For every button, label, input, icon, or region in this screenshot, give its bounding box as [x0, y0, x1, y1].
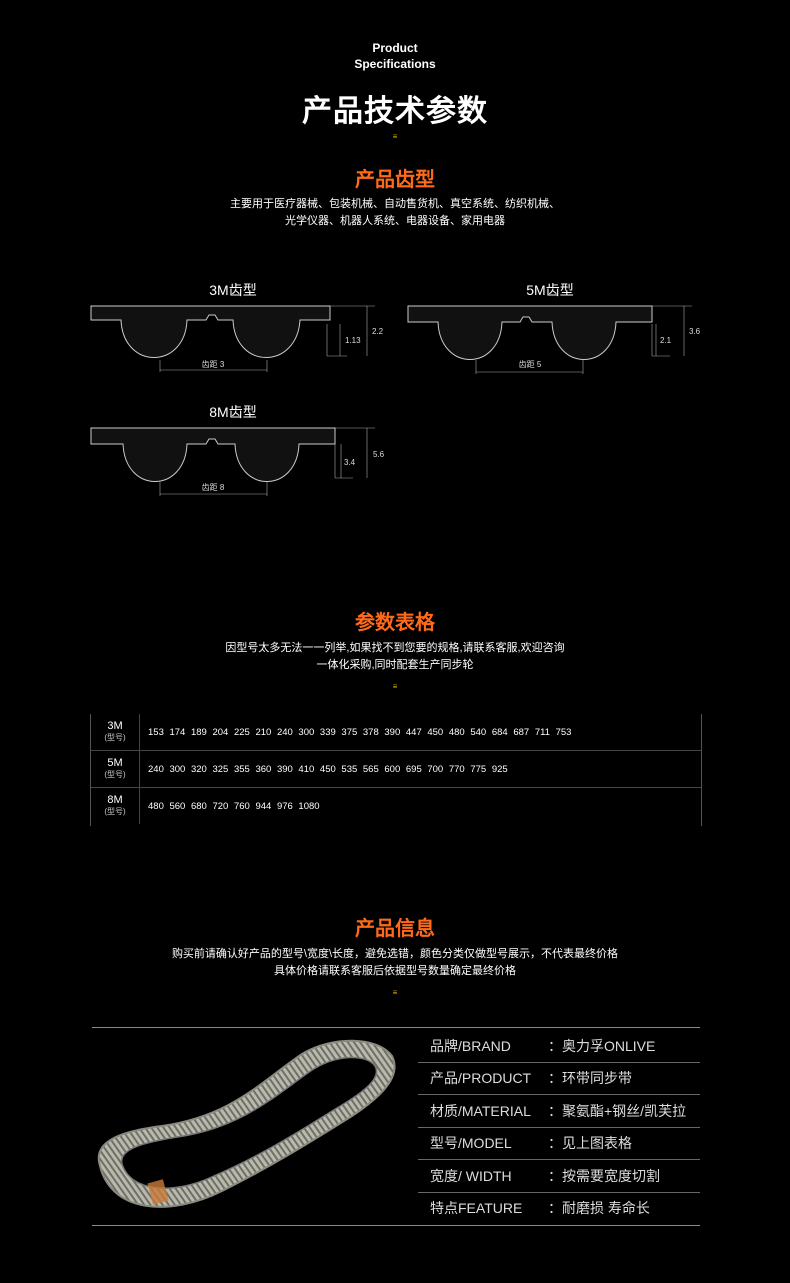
spec-model: 8M: [107, 794, 123, 806]
timing-belt-image: [97, 1039, 396, 1208]
profile-5m-pitch: 齿距 5: [519, 360, 542, 369]
table-row: 3M (型号) 153 174 189 204 225 210 240 300 …: [91, 714, 701, 751]
english-title-line1: Product: [372, 41, 418, 55]
english-title-line2: Specifications: [354, 57, 436, 71]
info-section-desc: 购买前请确认好产品的型号\宽度\长度，避免选错，颜色分类仅做型号展示，不代表最终…: [0, 946, 790, 980]
spec-model: 5M: [107, 757, 123, 769]
table-row: 特点FEATURE ：耐磨损 寿命长: [418, 1193, 700, 1225]
info-value: ：奥力孚ONLIVE: [548, 1037, 656, 1054]
table-row: 宽度/ WIDTH ：按需要宽度切割: [418, 1160, 700, 1193]
info-desc-line1: 购买前请确认好产品的型号\宽度\长度，避免选错，颜色分类仅做型号展示，不代表最终…: [171, 948, 619, 960]
profile-3m-total-height: 2.2: [372, 327, 384, 336]
info-divider-bottom: [92, 1225, 700, 1226]
spec-values: 480 560 680 720 760 944 976 1080: [148, 800, 320, 812]
profile-8m-name: 8M齿型: [209, 404, 257, 420]
spec-values: 153 174 189 204 225 210 240 300 339 375 …: [148, 726, 572, 738]
profile-8m-total-height: 5.6: [373, 450, 385, 459]
info-key: 产品/PRODUCT: [430, 1070, 532, 1087]
params-desc-line2: 一体化采购,同时配套生产同步轮: [316, 659, 474, 671]
divider-deco-icon: ≡: [392, 988, 398, 997]
table-row: 材质/MATERIAL ：聚氨酯+钢丝/凯芙拉: [418, 1095, 700, 1128]
profile-8m-diagram: 齿距 8 3.4 5.6: [90, 427, 385, 496]
info-desc-line2: 具体价格请联系客服后依据型号数量确定最终价格: [274, 965, 516, 977]
divider-deco-icon: ≡: [392, 132, 398, 141]
info-key: 宽度/ WIDTH: [430, 1167, 512, 1184]
spec-model-cell: 3M (型号): [91, 714, 140, 750]
profile-3m-pitch: 齿距 3: [202, 360, 225, 369]
info-section-title: 产品信息: [355, 918, 435, 940]
info-key: 型号/MODEL: [430, 1135, 512, 1152]
page-title: 产品技术参数: [302, 95, 488, 128]
spec-model-sub: (型号): [104, 733, 126, 742]
spec-model-cell: 8M (型号): [91, 788, 140, 824]
profile-8m-tooth-height: 3.4: [344, 458, 356, 467]
profile-3m-name: 3M齿型: [209, 282, 257, 298]
profile-5m-name: 5M齿型: [526, 282, 574, 298]
info-key: 特点FEATURE: [430, 1200, 523, 1217]
info-divider-top: [92, 1027, 700, 1028]
profile-3m-diagram: 齿距 3 1.13 2.2: [90, 305, 384, 372]
info-value: ：耐磨损 寿命长: [548, 1200, 650, 1217]
params-section-title: 参数表格: [355, 612, 435, 634]
spec-model-sub: (型号): [104, 770, 126, 779]
table-row: 型号/MODEL ：见上图表格: [418, 1128, 700, 1160]
profile-3m-tooth-height: 1.13: [345, 336, 361, 345]
spec-values: 240 300 320 325 355 360 390 410 450 535 …: [148, 763, 508, 775]
profile-5m-tooth-height: 2.1: [660, 336, 672, 345]
info-table: 品牌/BRAND ：奥力孚ONLIVE 产品/PRODUCT ：环带同步带 材质…: [418, 1030, 700, 1224]
profiles-section-desc: 主要用于医疗器械、包装机械、自动售货机、真空系统、纺织机械、 光学仪器、机器人系…: [0, 196, 790, 230]
profiles-section-title: 产品齿型: [355, 169, 435, 191]
info-value: ：聚氨酯+钢丝/凯芙拉: [548, 1102, 687, 1119]
info-value: ：见上图表格: [548, 1135, 632, 1152]
english-title: Product Specifications: [0, 40, 790, 72]
spec-model-cell: 5M (型号): [91, 751, 140, 787]
profile-5m-diagram: 齿距 5 2.1 3.6: [407, 305, 701, 374]
profile-5m-total-height: 3.6: [689, 327, 701, 336]
profile-8m-pitch: 齿距 8: [202, 483, 225, 492]
info-value: ：按需要宽度切割: [548, 1167, 660, 1184]
params-desc-line1: 因型号太多无法一一列举,如果找不到您要的规格,请联系客服,欢迎咨询: [225, 642, 565, 654]
table-row: 5M (型号) 240 300 320 325 355 360 390 410 …: [91, 751, 701, 788]
table-row: 品牌/BRAND ：奥力孚ONLIVE: [418, 1030, 700, 1063]
info-key: 材质/MATERIAL: [430, 1102, 531, 1119]
profiles-desc-line1: 主要用于医疗器械、包装机械、自动售货机、真空系统、纺织机械、: [230, 198, 560, 210]
info-key: 品牌/BRAND: [430, 1037, 511, 1054]
spec-model-sub: (型号): [104, 807, 126, 816]
spec-table: 3M (型号) 153 174 189 204 225 210 240 300 …: [90, 714, 702, 826]
profiles-desc-line2: 光学仪器、机器人系统、电器设备、家用电器: [285, 215, 505, 227]
spec-model: 3M: [107, 720, 123, 732]
table-row: 8M (型号) 480 560 680 720 760 944 976 1080: [91, 788, 701, 824]
divider-deco-icon: ≡: [392, 682, 398, 691]
info-value: ：环带同步带: [548, 1070, 632, 1087]
table-row: 产品/PRODUCT ：环带同步带: [418, 1063, 700, 1095]
params-section-desc: 因型号太多无法一一列举,如果找不到您要的规格,请联系客服,欢迎咨询 一体化采购,…: [0, 640, 790, 674]
